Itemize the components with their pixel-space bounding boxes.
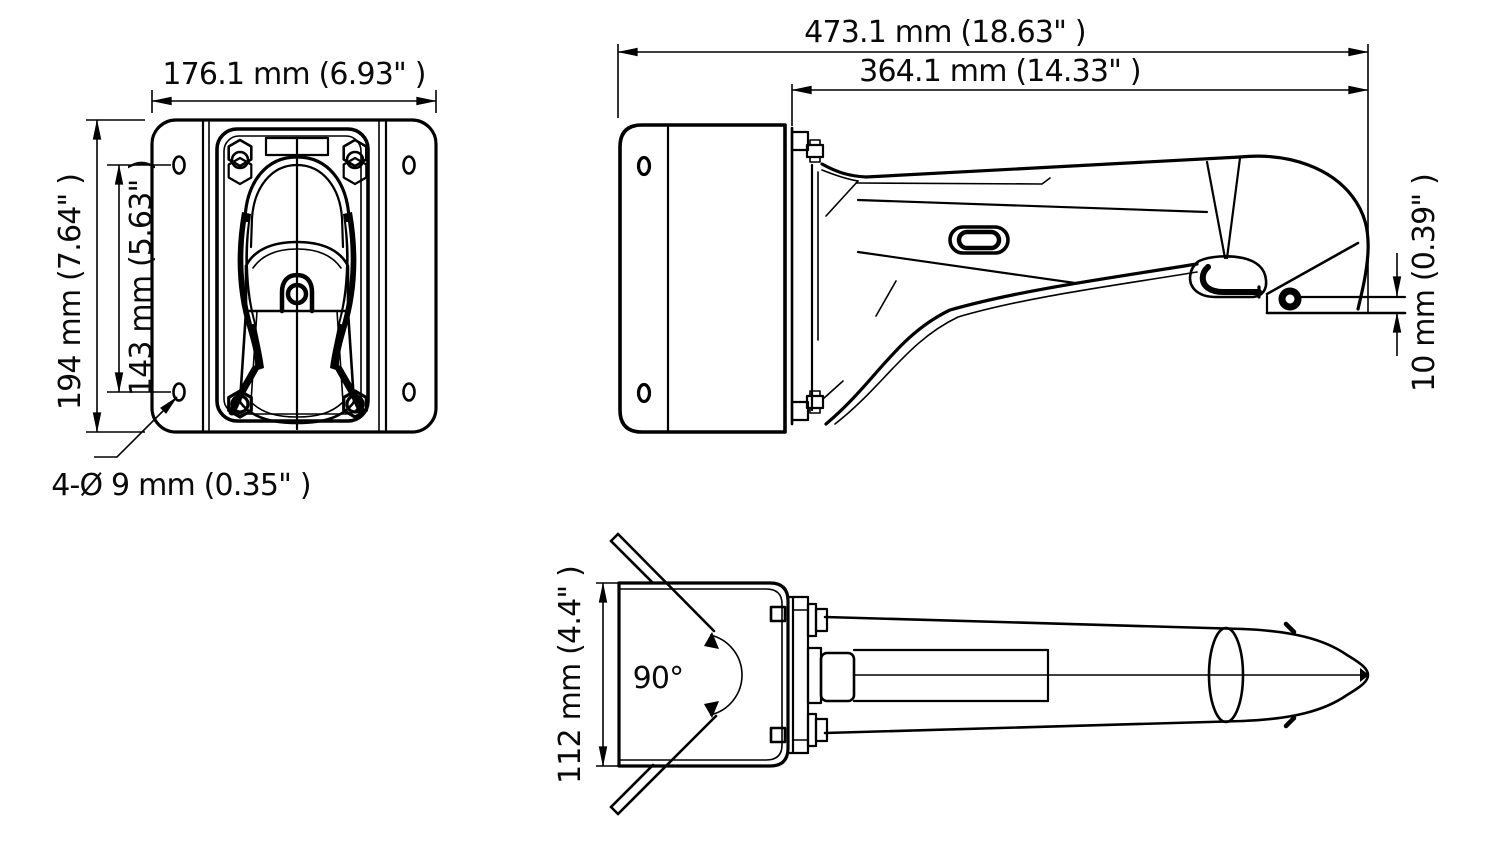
- dimension-front-height: 194 mm (7.64" ): [53, 119, 145, 433]
- hex-bolt: [342, 138, 368, 186]
- corner-wings: [609, 532, 718, 816]
- center-screw: [285, 282, 309, 306]
- mount-bolt: [805, 139, 825, 163]
- arm-top-view: [823, 615, 1370, 735]
- bracket-arm: [810, 44, 1407, 426]
- hex-bolt: [227, 138, 253, 186]
- dimension-hole-spacing: 143 mm (5.63" ): [107, 160, 171, 396]
- side-view: 473.1 mm (18.63" ) 364.1 mm (14.33" ) 10…: [617, 15, 1442, 434]
- arm-head-outline: [1238, 154, 1370, 311]
- hole-callout: 4-Ø 9 mm (0.35" ): [51, 396, 312, 503]
- corner-block-outline: [618, 123, 787, 434]
- dim-label-depth: 112 mm (4.4" ): [553, 566, 588, 784]
- block-hole: [636, 155, 652, 177]
- corner-hole: [172, 382, 186, 402]
- pedestal-dome: [228, 155, 366, 425]
- mount-bolt: [805, 390, 825, 414]
- corner-hole: [402, 382, 416, 402]
- dimension-step: 10 mm (0.39" ): [1392, 174, 1442, 392]
- dim-label-angle: 90°: [633, 661, 684, 696]
- corner-hole: [172, 155, 186, 175]
- corner-hole: [402, 155, 416, 175]
- block-hole: [636, 382, 652, 404]
- dimension-arm-length: 364.1 mm (14.33" ): [791, 54, 1369, 126]
- dimension-depth: 112 mm (4.4" ): [553, 566, 619, 784]
- screw-pocket: [279, 272, 315, 314]
- corner-box-outline: [617, 581, 790, 768]
- dimension-front-width: 176.1 mm (6.93" ): [151, 57, 437, 113]
- mount-plate-outline: [150, 118, 438, 434]
- dim-label-front-height: 194 mm (7.64" ): [53, 174, 88, 410]
- cable-hook: [1188, 255, 1268, 299]
- front-view: 176.1 mm (6.93" ) 194 mm (7.64" ) 143 mm…: [51, 57, 438, 503]
- dim-label-hole-spacing: 143 mm (5.63" ): [124, 160, 159, 396]
- dim-label-total-length: 473.1 mm (18.63" ): [804, 15, 1086, 50]
- top-view: 90°: [553, 532, 1370, 816]
- pivot-assembly: [786, 595, 856, 755]
- dim-label-front-width: 176.1 mm (6.93" ): [162, 57, 425, 92]
- dim-label-arm-length: 364.1 mm (14.33" ): [859, 54, 1141, 89]
- dimension-total-length: 473.1 mm (18.63" ): [617, 15, 1369, 118]
- dim-label-step: 10 mm (0.39" ): [1407, 174, 1442, 392]
- bracket-base-outline: [215, 127, 370, 423]
- hinge-knob: [1278, 287, 1302, 311]
- arm-slot: [948, 225, 1010, 255]
- dim-label-hole-callout: 4-Ø 9 mm (0.35" ): [51, 468, 311, 503]
- dimension-angle: 90°: [633, 632, 743, 718]
